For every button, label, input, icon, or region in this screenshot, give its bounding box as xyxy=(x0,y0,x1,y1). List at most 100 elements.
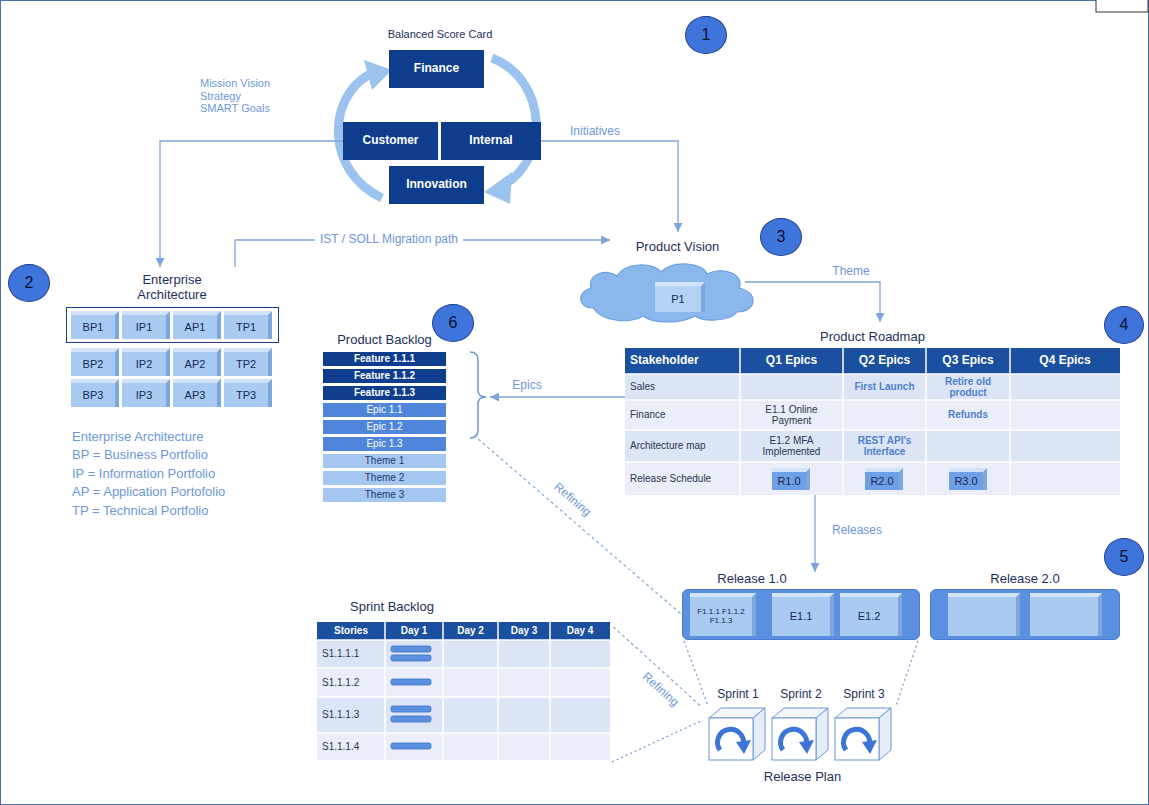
backlog-item: Epic 1.1 xyxy=(322,402,447,418)
drawing-part xyxy=(391,679,431,685)
scorecard-box: Innovation xyxy=(389,166,484,204)
table-cell: REST API's Interface xyxy=(844,431,925,461)
scorecard-box: Internal xyxy=(441,122,541,160)
table-cell: Day 4 xyxy=(551,623,609,639)
drawing-part xyxy=(391,655,431,661)
corner-box xyxy=(1096,0,1148,12)
node-text: Feature 1.1.1 xyxy=(354,353,415,365)
portfolio-box: F1.1.1 F1.1.2 F1.1.3 xyxy=(690,593,756,636)
text-label: BP = Business Portfolio xyxy=(68,447,308,465)
text-label: Initiatives xyxy=(566,124,640,140)
callout-number: 3 xyxy=(760,218,802,256)
table-cell: Q2 Epics xyxy=(844,349,925,373)
group-heading: Sprint 1 xyxy=(707,688,769,702)
group-box: Release PlanSprint 1Sprint 2Sprint 3 xyxy=(700,688,905,785)
sprint-cube xyxy=(770,706,832,762)
funnel-lines xyxy=(612,641,918,762)
node-text: Epic 1.1 xyxy=(366,404,402,416)
table-row xyxy=(625,374,1120,400)
portfolio-box: P1 xyxy=(655,282,705,312)
drawing-part xyxy=(391,743,431,749)
portfolio-box: E1.2 xyxy=(840,593,902,636)
node-text: TP2 xyxy=(236,358,256,371)
portfolio-box: R2.0 xyxy=(865,468,903,490)
table-grid xyxy=(625,348,1120,495)
node-text: BP2 xyxy=(83,358,104,371)
cycle-arrow-head xyxy=(484,172,512,204)
group-heading: Product Backlog xyxy=(322,333,447,348)
node-text: AP1 xyxy=(185,321,206,334)
portfolio-box: E1.1 xyxy=(772,593,834,636)
connector-label: Refining xyxy=(635,666,686,714)
portfolio-box: IP2 xyxy=(122,348,170,376)
node-text: F1.1.1 F1.1.2 F1.1.3 xyxy=(692,608,750,626)
table-cell: First Launch xyxy=(844,375,925,399)
node-text: Customer xyxy=(362,134,418,148)
drawing-part xyxy=(317,639,610,641)
node-text: TP3 xyxy=(236,389,256,402)
drawing-part xyxy=(317,667,610,669)
connector-label: Theme xyxy=(828,265,874,279)
group-heading: Product Vision xyxy=(610,240,745,255)
table-cell: S1.1.1.4 xyxy=(318,734,384,759)
backlog-item: Feature 1.1.3 xyxy=(322,385,447,401)
node-text: TP1 xyxy=(236,321,256,334)
text-label: Enterprise Architecture xyxy=(68,428,308,446)
table-header xyxy=(625,348,1120,374)
portfolio-box: R3.0 xyxy=(949,468,987,490)
portfolio-box: TP3 xyxy=(224,379,272,407)
node-text: 2 xyxy=(25,274,34,292)
connector xyxy=(745,282,880,322)
node-text: Finance xyxy=(414,62,459,76)
backlog-item: Theme 1 xyxy=(322,453,447,469)
portfolio-box: BP2 xyxy=(71,348,119,376)
backlog-item: Theme 2 xyxy=(322,470,447,486)
table-row xyxy=(317,640,610,668)
connector xyxy=(541,141,678,232)
table-cell: Retire old product xyxy=(927,375,1009,399)
table-cell: Q3 Epics xyxy=(927,349,1009,373)
node-text: 4 xyxy=(1120,316,1129,334)
cube-front xyxy=(709,718,753,760)
node-text: 5 xyxy=(1120,548,1129,566)
connector-label: Refining xyxy=(546,476,597,523)
text-label: IP = Information Portfolio xyxy=(68,465,308,483)
group-heading: Release Plan xyxy=(700,770,905,785)
portfolio-box: AP2 xyxy=(173,348,221,376)
portfolio-box: TP1 xyxy=(224,311,272,339)
node-text: AP3 xyxy=(185,389,206,402)
node-text: R2.0 xyxy=(870,475,893,488)
sprint-holder xyxy=(833,706,895,762)
group-box: Product BacklogFeature 1.1.1Feature 1.1.… xyxy=(322,333,490,507)
group-box: Release 1.0F1.1.1 F1.1.2 F1.1.3E1.1E1.2 xyxy=(682,572,920,640)
portfolio-box: R1.0 xyxy=(772,468,810,490)
table-row xyxy=(317,668,610,697)
release-item xyxy=(948,593,1020,636)
cube-front xyxy=(772,718,816,760)
node-text: Feature 1.1.2 xyxy=(354,370,415,382)
roadmap-table xyxy=(625,348,1120,495)
table-cell: Q1 Epics xyxy=(741,349,842,373)
node-text: AP2 xyxy=(185,358,206,371)
group-box: Sprint 3 xyxy=(833,688,895,763)
group-box: Product VisionP1 xyxy=(610,232,745,324)
scorecard-box: Finance xyxy=(389,50,484,88)
portfolio-box: IP3 xyxy=(122,379,170,407)
node-text: Epic 1.2 xyxy=(366,421,402,433)
table-cell: Architecture map xyxy=(626,431,739,461)
node-text: Internal xyxy=(469,134,512,148)
release-item xyxy=(1030,593,1102,636)
bracket xyxy=(470,352,486,438)
cube-side xyxy=(879,708,891,760)
table-header xyxy=(317,622,610,640)
table-row xyxy=(625,430,1120,462)
node-text: 1 xyxy=(702,26,711,44)
drawing-part xyxy=(391,706,431,712)
table-cell: Finance xyxy=(626,401,739,429)
sprint-cube xyxy=(833,706,895,762)
table-cell: E1.1 Online Payment xyxy=(741,401,842,429)
table-cell: E1.2 MFA Implemented xyxy=(741,431,842,461)
cycle-arrow-head xyxy=(364,60,392,90)
scorecard-box: Customer xyxy=(343,122,438,160)
